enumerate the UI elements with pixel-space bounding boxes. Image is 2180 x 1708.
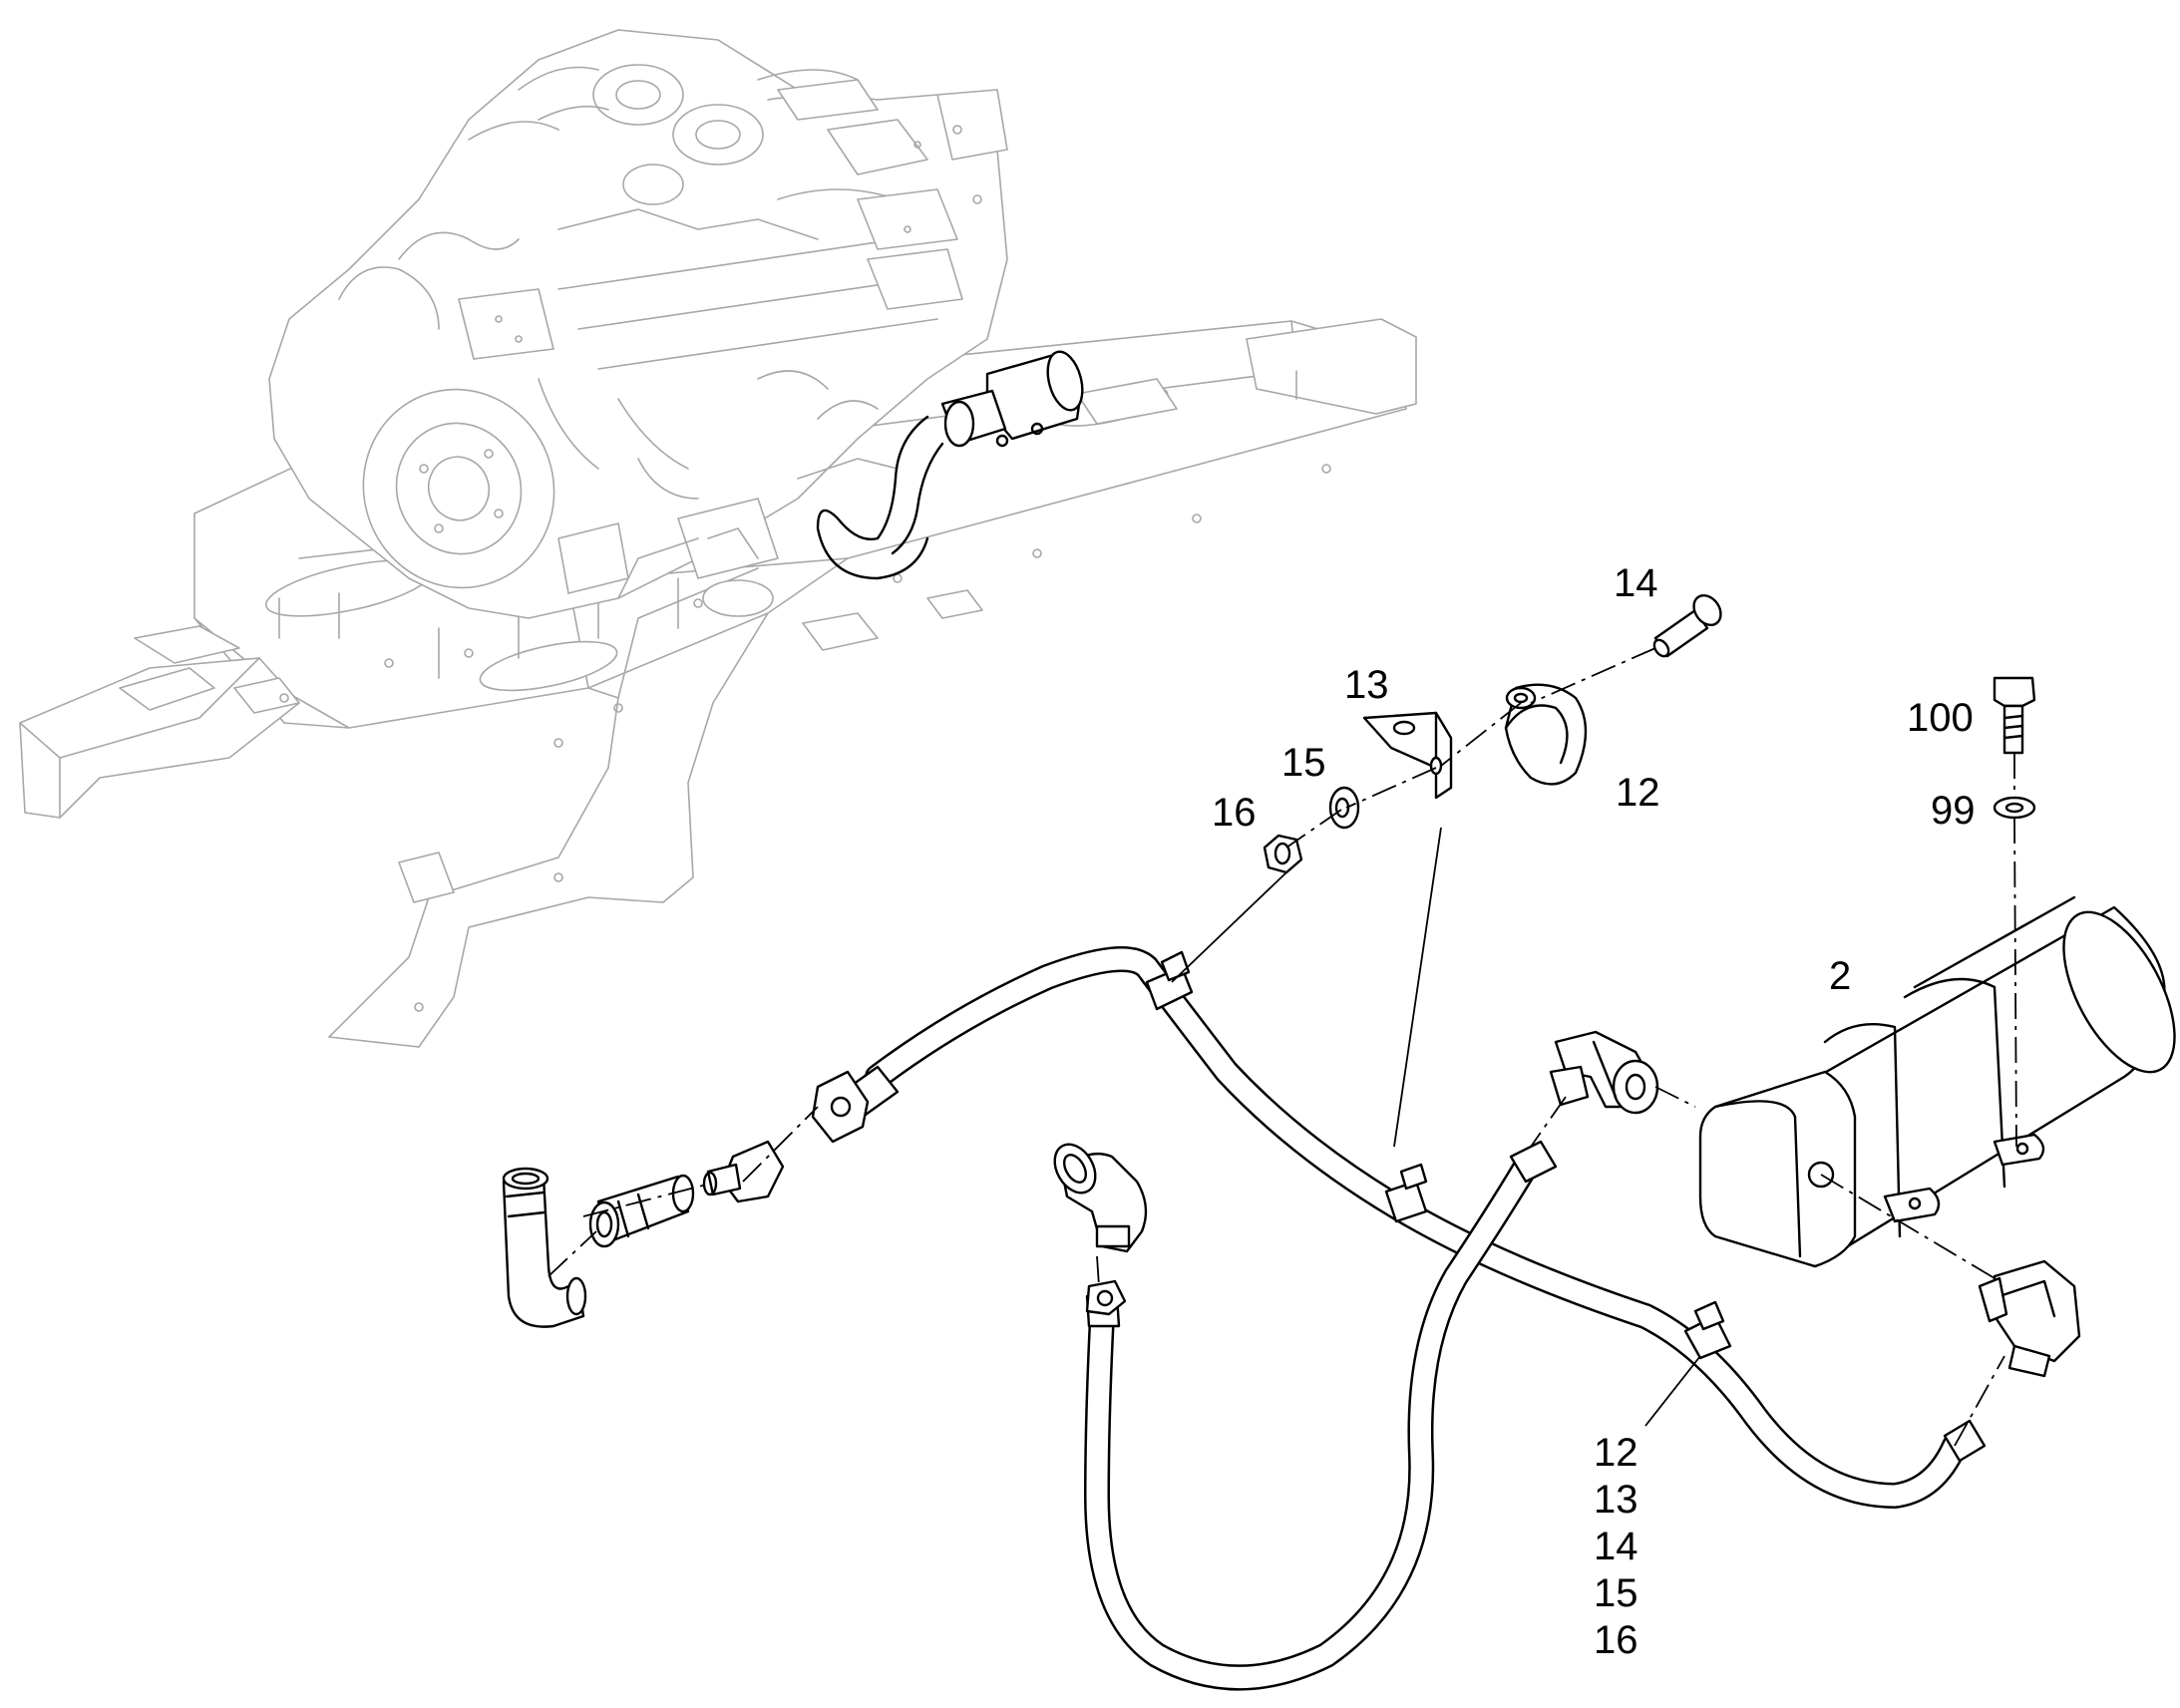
callout-13: 13 xyxy=(1344,663,1389,707)
callout-stack-12: 12 xyxy=(1594,1431,1638,1475)
mounted-unit-on-engine xyxy=(816,350,1084,580)
lower-elbow-fitting xyxy=(1978,1259,2081,1378)
callout-labels: 14 13 15 16 12 100 99 2 12 13 14 15 16 xyxy=(1212,561,1976,1662)
callout-12: 12 xyxy=(1616,771,1660,815)
hose-assembly xyxy=(865,946,1968,1691)
washer-99 xyxy=(1993,796,2036,820)
center-elbow-fitting xyxy=(1053,1143,1148,1316)
assembly-centerlines xyxy=(547,647,2017,1447)
callout-stack-15: 15 xyxy=(1594,1571,1638,1615)
callout-2: 2 xyxy=(1829,954,1851,998)
callout-99: 99 xyxy=(1931,789,1976,833)
callout-stack-14: 14 xyxy=(1594,1525,1638,1568)
bolt-100 xyxy=(1993,676,2036,755)
cylinder-unit xyxy=(1698,895,2176,1268)
leader-lines xyxy=(1171,827,1701,1427)
callout-stack-16: 16 xyxy=(1594,1618,1638,1662)
bolt-14 xyxy=(1652,593,1722,658)
nut-16 xyxy=(1263,834,1303,874)
callout-stack-13: 13 xyxy=(1594,1478,1638,1522)
engine xyxy=(268,29,1008,619)
hose-clamps xyxy=(1145,950,1732,1360)
clamp-12 xyxy=(1504,683,1588,786)
callout-15: 15 xyxy=(1281,741,1326,785)
callout-14: 14 xyxy=(1614,561,1658,605)
callout-16: 16 xyxy=(1212,791,1257,835)
callout-100: 100 xyxy=(1907,696,1974,740)
washer-15 xyxy=(1328,786,1360,830)
left-fittings xyxy=(502,1070,870,1328)
bracket-13 xyxy=(1362,711,1453,800)
upper-elbow-fitting xyxy=(1549,1030,1659,1115)
